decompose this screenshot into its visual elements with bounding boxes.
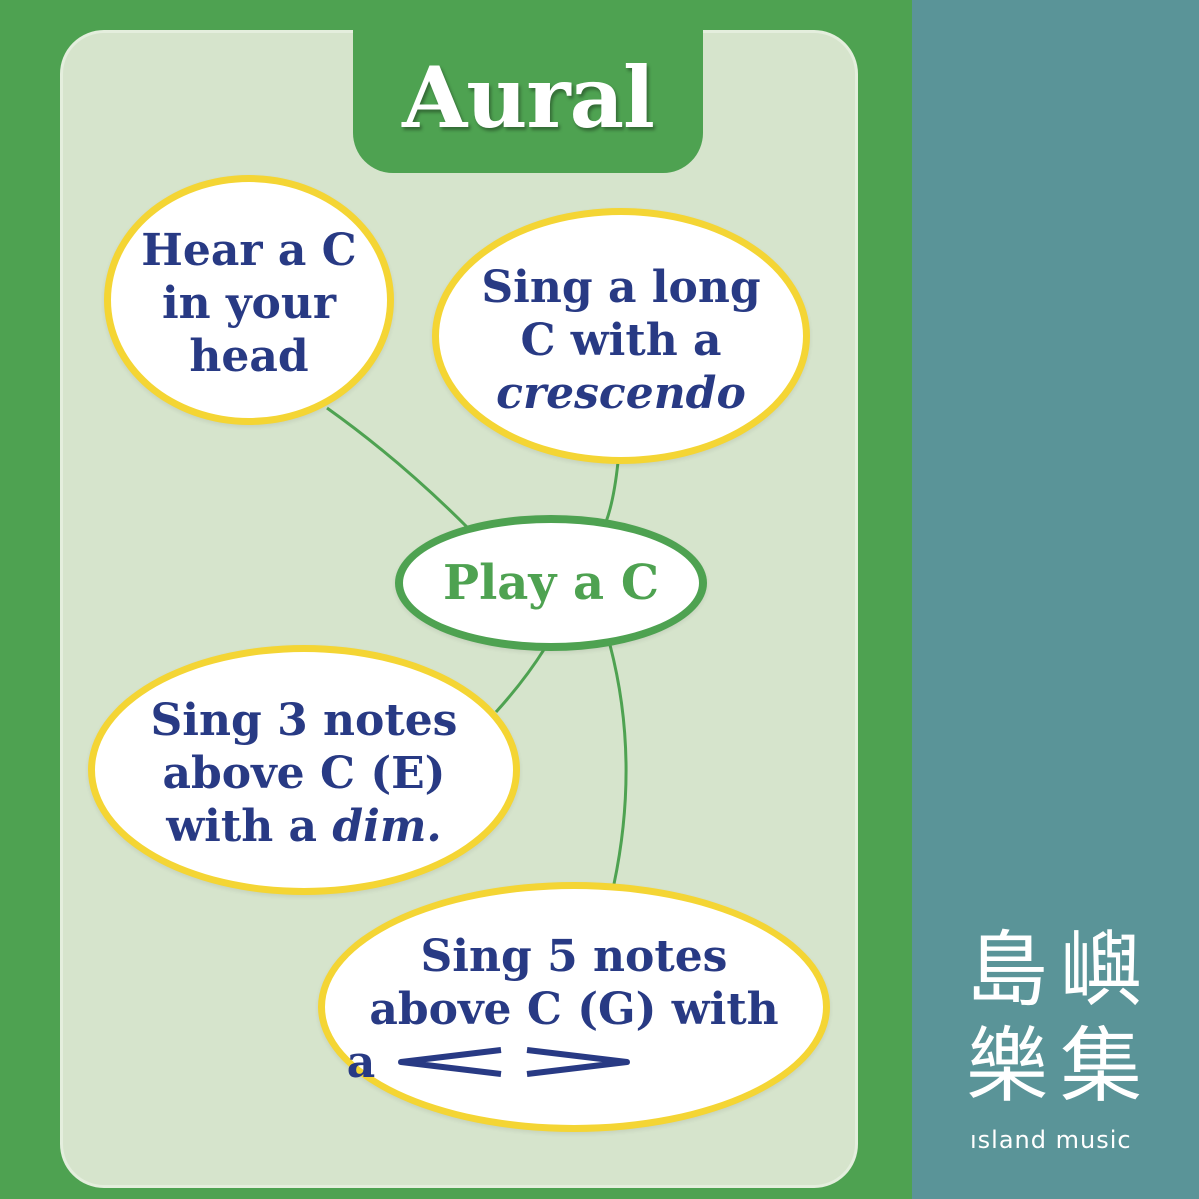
crescendo-hairpin-icon [398,1047,502,1077]
card-title: Aural [402,47,655,147]
bubble-line: Sing a long [481,261,761,313]
logo-char: 嶼 [1059,923,1142,1018]
bubble-line: in your [161,277,337,329]
bubble-line-italic: crescendo [496,367,746,419]
text-dim: dim. [332,800,442,852]
logo-glyphs: 島 嶼 樂 集 [962,926,1152,1112]
connector-sing3 [494,647,547,714]
bubble-line: Sing 5 notes [420,930,728,982]
logo-char: 樂 [965,1019,1048,1114]
diminuendo-hairpin-icon [526,1047,631,1077]
logo-char: 島 [965,923,1048,1018]
bubble-line: Hear a C [141,224,357,276]
bubble-line-mixed: with a dim. [166,800,441,853]
logo-char: 集 [1059,1019,1142,1114]
bubble-line: head [189,330,309,382]
bubble-sing-3-notes: Sing 3 notes above C (E) with a dim. [88,645,520,895]
title-tab: Aural [353,13,703,173]
bubble-sing-long-c: Sing a long C with a crescendo [432,208,810,464]
bubble-line: Sing 3 notes [150,694,458,746]
bubble-line: above C (G) with [369,983,779,1035]
bubble-line-hairpins: a [347,1036,632,1089]
logo-subtitle: ısland music [970,1126,1132,1154]
connector-sing-long [604,461,620,523]
center-node-play-a-c: Play a C [395,515,707,651]
bubble-line: C with a [520,314,722,366]
bubble-sing-5-notes: Sing 5 notes above C (G) with a [318,882,830,1132]
hairpins [397,1047,631,1077]
connector-sing5 [608,644,628,885]
bubble-line: above C (E) [162,747,446,799]
text-a: a [346,1036,376,1088]
connector-hear [326,406,470,530]
text-with-a: with a [166,800,333,852]
center-label: Play a C [442,554,660,611]
island-music-logo: 島 嶼 樂 集 ısland music [962,926,1152,1156]
bubble-hear-a-c: Hear a C in your head [104,175,394,425]
